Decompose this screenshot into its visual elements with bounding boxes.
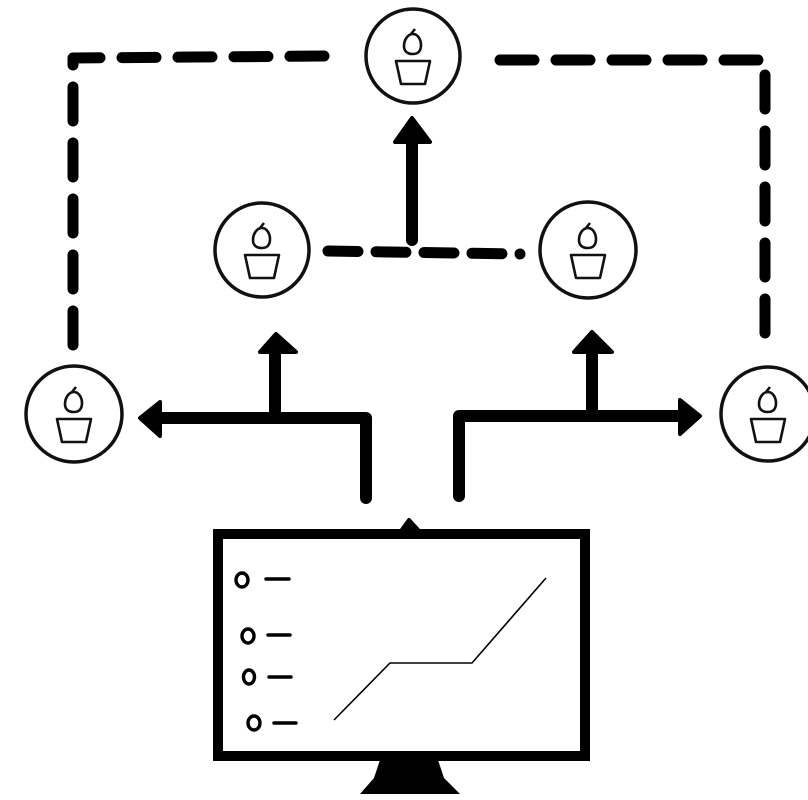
legend-item <box>246 714 298 732</box>
arrowhead-far-left <box>138 400 162 438</box>
legend-item <box>241 668 293 686</box>
person-node-far-right <box>719 365 808 463</box>
arrowhead-far-right <box>678 398 702 436</box>
dashed-connection-outer-left <box>67 50 336 351</box>
person-node-mid-right <box>538 200 638 300</box>
dashed-connection-middle <box>322 245 526 260</box>
monitor-icon <box>213 518 590 794</box>
person-node-mid-left <box>213 201 311 299</box>
screen-legend <box>234 571 298 732</box>
legend-item <box>234 571 291 589</box>
dashed-connection-outer-right <box>494 54 771 358</box>
monitor-stand <box>360 760 460 794</box>
arrowhead-mid-left <box>258 332 298 354</box>
arrow-left-branch <box>152 412 372 504</box>
arrowhead-mid-right <box>572 330 614 354</box>
person-node-far-left <box>24 364 124 464</box>
arrow-right-branch <box>453 410 688 502</box>
arrowhead-top <box>393 116 432 144</box>
legend-item <box>240 627 292 645</box>
monitor-screen <box>213 529 590 761</box>
screen-line-chart <box>333 577 547 721</box>
person-node-top <box>364 7 462 105</box>
